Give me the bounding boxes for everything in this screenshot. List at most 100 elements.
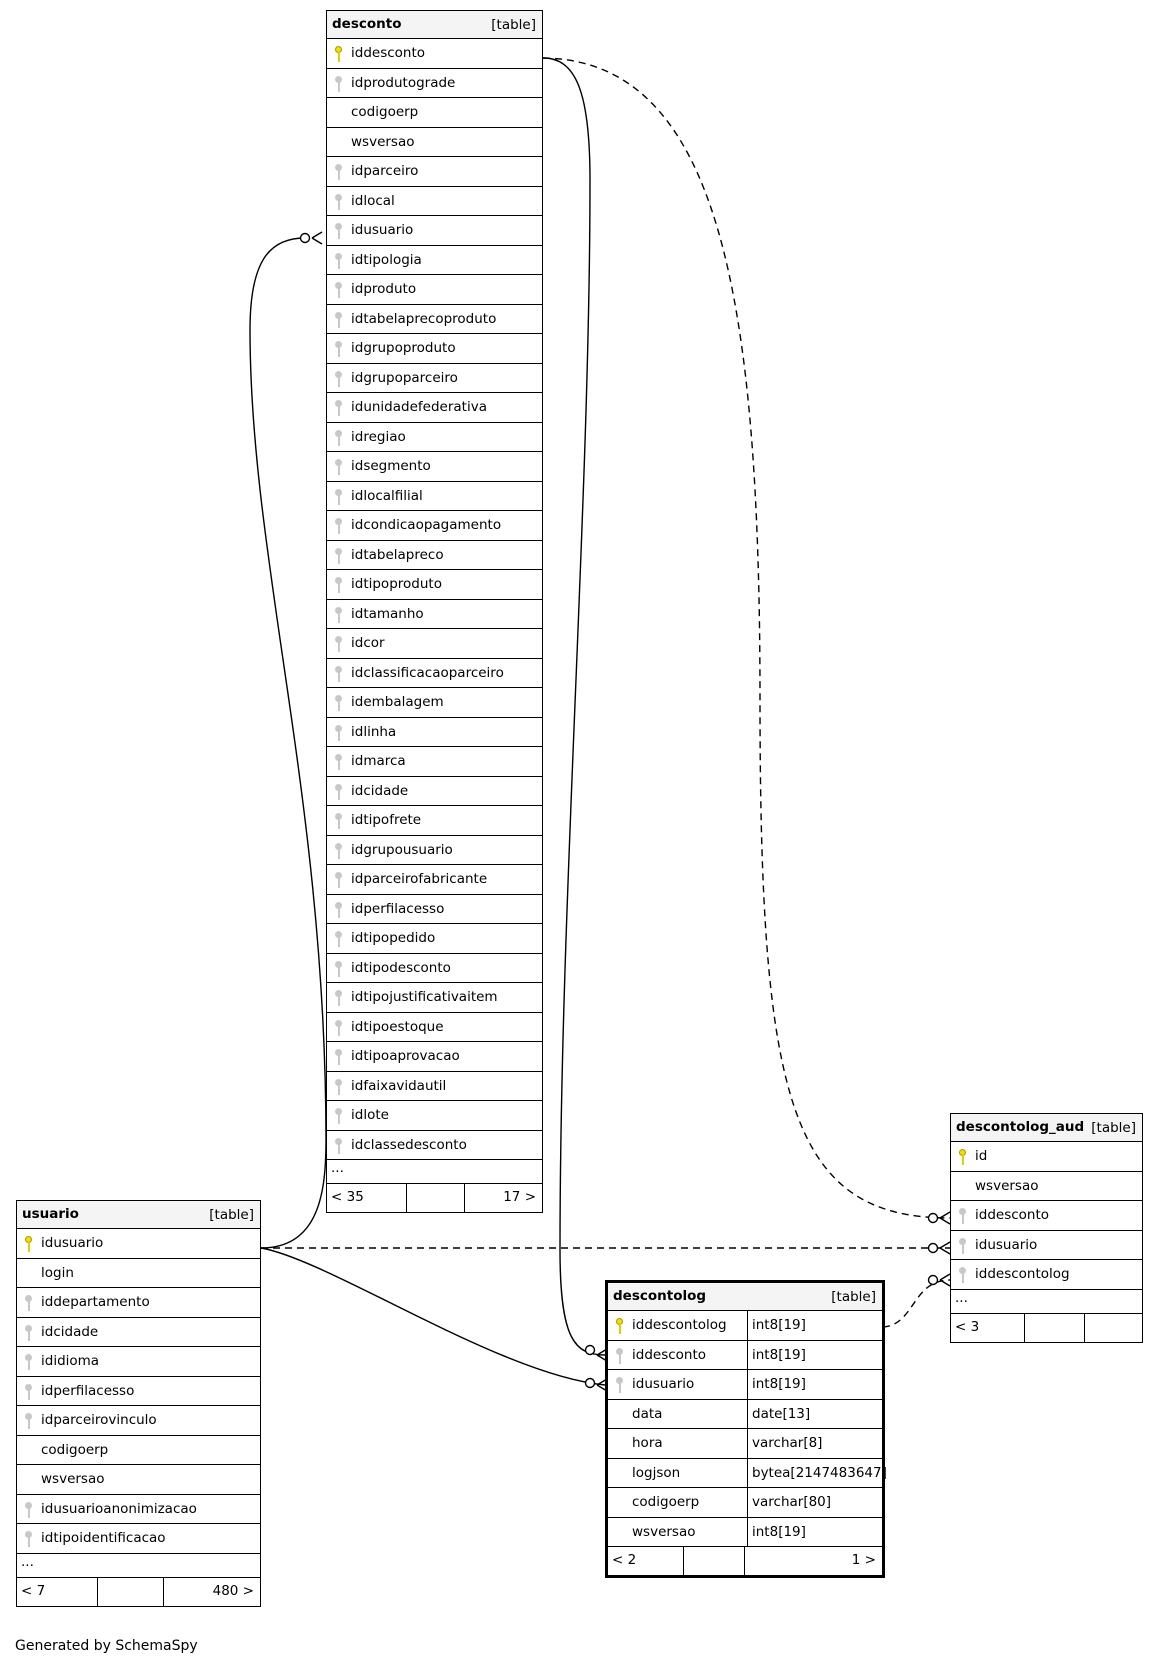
foreign-key-icon [335,577,343,593]
column-row[interactable]: idcor [327,629,542,659]
column-row[interactable]: idtabelaprecoproduto [327,305,542,334]
column-row[interactable]: idregiao [327,423,542,452]
column-row[interactable]: ididioma [17,1347,260,1377]
column-row[interactable]: wsversao [17,1465,260,1495]
key-slot [327,482,351,511]
column-row[interactable]: idtipofrete [327,806,542,836]
column-row[interactable]: idtipopedido [327,924,542,954]
column-row[interactable]: idmarca [327,747,542,777]
column-row[interactable]: idtipologia [327,246,542,275]
key-slot [608,1341,632,1370]
column-row[interactable]: idtipodesconto [327,954,542,983]
column-row[interactable]: idproduto [327,275,542,305]
parents-count[interactable]: < 3 [955,1318,980,1335]
column-name: idlocalfilial [351,487,423,504]
column-row[interactable]: id [951,1142,1142,1172]
column-row[interactable]: idtabelapreco [327,541,542,570]
column-row[interactable]: login [17,1259,260,1288]
column-row[interactable]: idgrupoparceiro [327,364,542,393]
column-row[interactable]: codigoerp [327,98,542,128]
column-row[interactable]: wsversao [327,128,542,157]
column-name: wsversao [632,1523,696,1540]
foreign-key-icon [335,872,343,888]
column-row[interactable]: idcondicaopagamento [327,511,542,541]
column-row[interactable]: idunidadefederativa [327,393,542,423]
column-row[interactable]: idlote [327,1101,542,1131]
crowfoot [939,1241,951,1255]
column-row[interactable]: idcidade [327,777,542,806]
column-row[interactable]: idembalagem [327,688,542,718]
column-row[interactable]: idtipoestoque [327,1013,542,1042]
column-row[interactable]: iddepartamento [17,1288,260,1318]
column-row[interactable]: idclassificacaoparceiro [327,659,542,688]
foreign-key-icon [959,1237,967,1254]
column-row[interactable]: idclassedesconto [327,1131,542,1160]
column-row[interactable]: idtamanho [327,600,542,629]
column-row[interactable]: idcidade [17,1318,260,1347]
column-row[interactable]: iddesconto [327,39,542,69]
key-slot [327,865,351,894]
column-name: idusuarioanonimizacao [41,1500,197,1517]
parents-count[interactable]: < 7 [21,1582,46,1599]
column-row[interactable]: idgrupousuario [327,836,542,865]
primary-key-icon [25,1236,33,1252]
column-name: idsegmento [351,458,431,475]
children-count[interactable]: 1 > [851,1552,876,1568]
column-row[interactable]: idsegmento [327,452,542,482]
column-row[interactable]: idusuario [327,216,542,246]
column-row[interactable]: iddescontolog [951,1260,1142,1290]
parents-count[interactable]: < 2 [612,1552,637,1568]
column-row[interactable]: idfaixavidautil [327,1072,542,1101]
column-row[interactable]: iddesconto [951,1201,1142,1231]
column-row[interactable]: idusuario [17,1229,260,1259]
column-row[interactable]: idusuario [951,1231,1142,1260]
foreign-key-icon [25,1354,33,1370]
column-row[interactable]: idparceirovinculo [17,1406,260,1436]
parents-count[interactable]: < 35 [331,1189,364,1205]
key-slot [608,1370,632,1399]
key-slot [327,777,351,806]
column-row[interactable]: idparceiro [327,157,542,187]
column-name: iddescontolog [975,1266,1070,1283]
column-name: idusuario [351,222,414,239]
column-row[interactable]: idperfilacesso [327,895,542,924]
column-row[interactable]: idlocal [327,187,542,216]
table-header: descontolog [table] [608,1283,882,1311]
column-name: idclassificacaoparceiro [351,664,504,681]
column-name: idmarca [351,753,406,770]
column-row[interactable]: wsversao [951,1172,1142,1201]
column-name: idcondicaopagamento [351,517,502,534]
children-count[interactable]: 480 > [212,1582,254,1599]
key-slot [327,1101,351,1130]
column-row[interactable]: idprodutograde [327,69,542,98]
column-row[interactable]: idparceirofabricante [327,865,542,895]
primary-key-icon [335,46,343,62]
column-row[interactable]: idlinha [327,718,542,747]
column-row[interactable]: idperfilacesso [17,1377,260,1406]
column-row[interactable]: idlocalfilial [327,482,542,511]
column-row[interactable]: idtipojustificativaitem [327,983,542,1013]
column-row[interactable]: idusuarioanonimizacao [17,1495,260,1524]
key-slot [327,423,351,452]
children-count[interactable]: 17 > [503,1189,536,1205]
column-row[interactable]: idtipoidentificacao [17,1524,260,1554]
column-row[interactable]: idgrupoproduto [327,334,542,364]
column-row[interactable]: idtipoaprovacao [327,1042,542,1072]
column-row[interactable]: idtipoproduto [327,570,542,600]
column-name: idtipoestoque [351,1018,444,1035]
key-slot [327,983,351,1012]
key-slot [327,216,351,245]
column-row[interactable]: codigoerp [17,1436,260,1465]
